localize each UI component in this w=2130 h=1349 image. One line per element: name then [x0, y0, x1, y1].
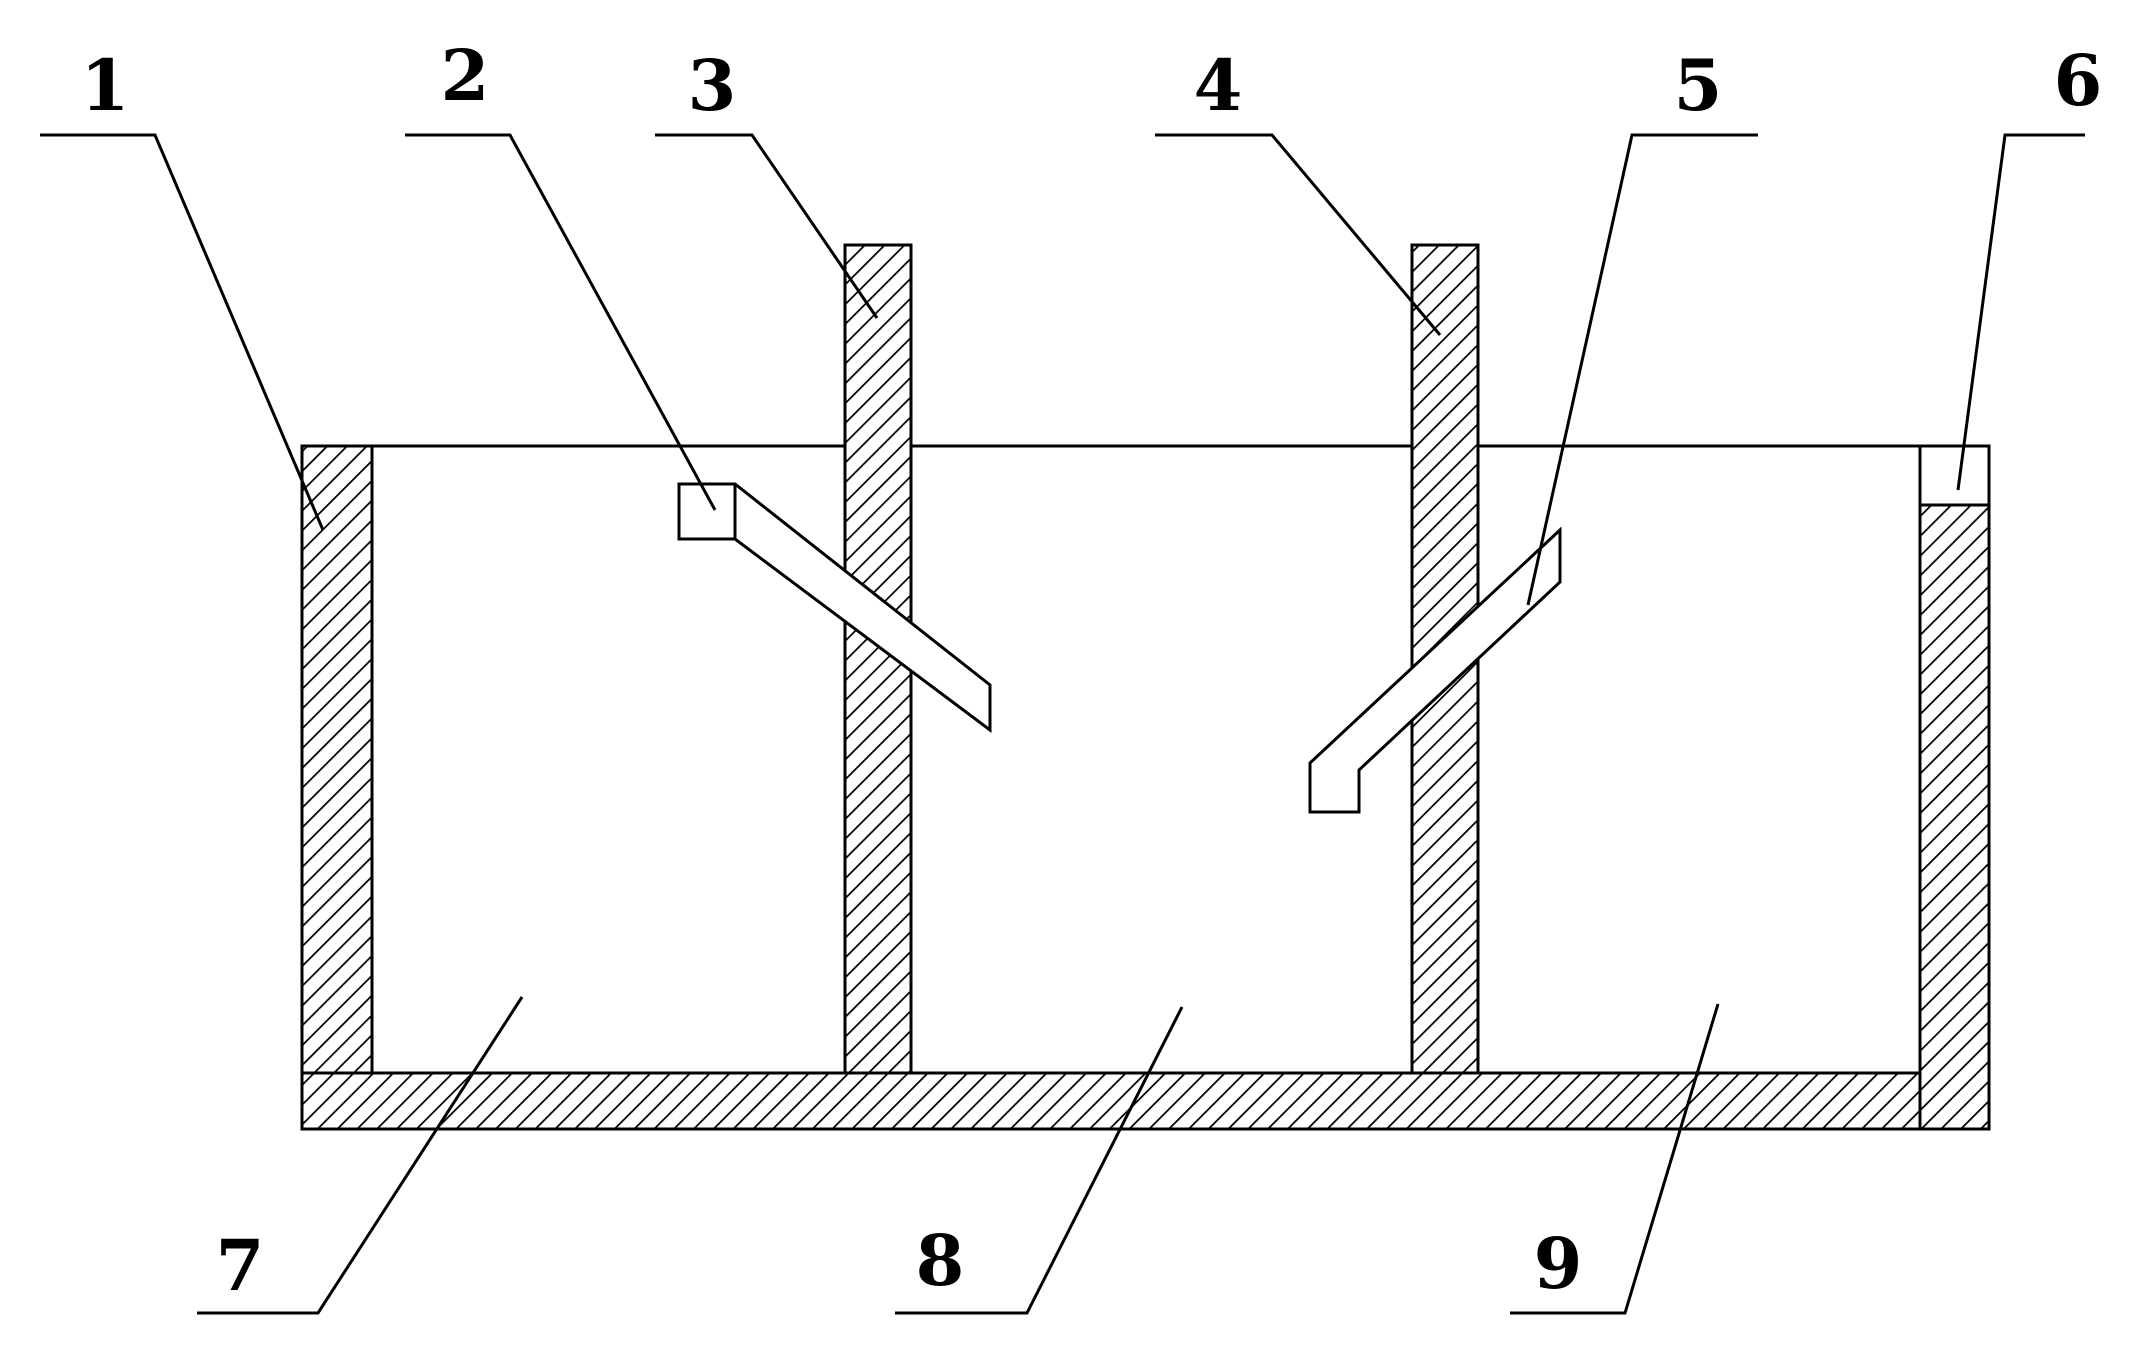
- right-inclined-pipe-body: [1308, 526, 1562, 814]
- label-3: 3: [688, 44, 737, 127]
- leader-line-1: [40, 133, 325, 531]
- leader-line-4: [1155, 133, 1442, 336]
- label-7: 7: [216, 1224, 265, 1307]
- leader-line-8: [895, 1006, 1184, 1315]
- leader-line-7: [197, 996, 524, 1315]
- leader-lines: [40, 133, 2085, 1315]
- left-inclined-pipe: [677, 482, 992, 733]
- left-tank-wall: [300, 444, 374, 1131]
- label-2: 2: [441, 34, 490, 117]
- label-9: 9: [1534, 1222, 1583, 1305]
- label-1: 1: [81, 44, 130, 127]
- leader-line-9: [1510, 1003, 1720, 1315]
- leader-line-3: [655, 133, 879, 319]
- label-6: 6: [2054, 39, 2103, 122]
- leader-line-6: [1956, 133, 2085, 491]
- right-tank-wall: [1918, 503, 1991, 1131]
- label-5: 5: [1674, 44, 1723, 127]
- leader-line-2: [405, 133, 717, 511]
- leader-line-5: [1526, 133, 1758, 606]
- label-4: 4: [1194, 44, 1243, 127]
- label-8: 8: [916, 1219, 965, 1302]
- right-wall-outlet-slot: [1918, 444, 1991, 507]
